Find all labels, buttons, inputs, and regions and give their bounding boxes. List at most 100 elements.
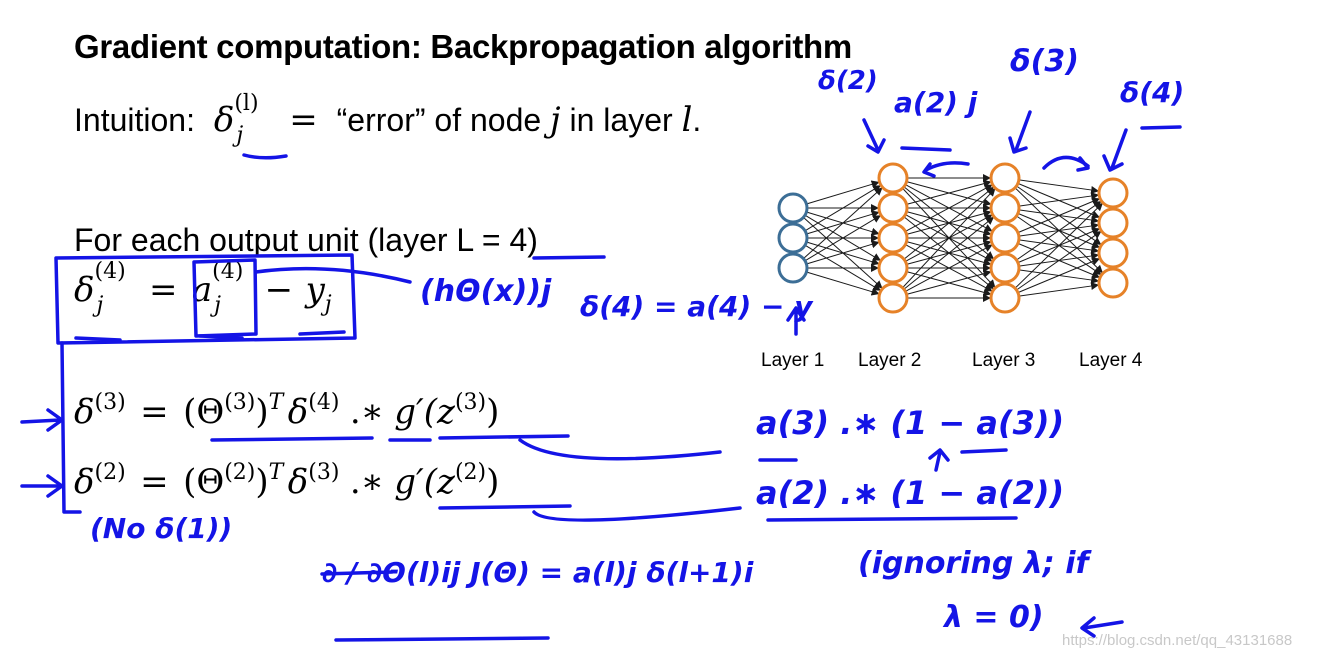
ink-arrow-layer1: [786, 306, 806, 336]
ink-underline-delta4-top: [1140, 125, 1182, 130]
ink-underline-aj-top: [900, 146, 952, 152]
intuition-j: j: [550, 100, 561, 140]
layer-label-3: Layer 3: [972, 350, 1036, 371]
eq3-delta4-sup: (4): [308, 390, 340, 415]
ink-underline-L4: [532, 255, 606, 260]
network-edge: [1016, 200, 1102, 261]
eq2-gprime: g′(z: [394, 462, 455, 502]
eq2-transpose: T: [268, 460, 284, 485]
equation-delta4: δ(4)j = a(4)j − yj: [74, 259, 332, 318]
layer-2-node: [877, 282, 909, 314]
layer-3-node: [989, 252, 1021, 284]
network-edge: [905, 184, 993, 232]
network-edge: [803, 187, 883, 260]
eq3-delta4: δ: [287, 392, 309, 432]
eq4-y: y: [305, 270, 325, 310]
eq3-equals: =: [140, 392, 169, 432]
intuition-in-layer: in layer: [569, 102, 673, 138]
eq3-close: ): [255, 392, 269, 432]
ink-underline-eq3: [210, 434, 570, 442]
eq3-g-close: ): [486, 392, 500, 432]
layer-2-node: [877, 222, 909, 254]
layer-2-node: [877, 252, 909, 284]
eq4-a-sup: (4): [212, 259, 244, 284]
eq4-y-sub: j: [324, 292, 332, 317]
intuition-delta-sup: (l): [234, 91, 259, 116]
layer-label-1: Layer 1: [761, 350, 825, 371]
eq3-transpose: T: [268, 390, 284, 415]
network-edge: [804, 215, 881, 262]
ink-fraction-bar: [320, 570, 394, 576]
network-edge: [806, 271, 880, 296]
layer-label-2: Layer 2: [858, 350, 922, 371]
ink-curve-eq2: [532, 506, 742, 522]
intuition-error-text: “error” of node: [336, 102, 542, 138]
network-edge: [1017, 197, 1101, 234]
layer-2-node: [877, 192, 909, 224]
network-edge: [1017, 257, 1101, 294]
eq3-g-sup: (3): [454, 390, 487, 415]
ink-arrow-up-a3: [928, 448, 950, 472]
network-edge: [1016, 230, 1102, 291]
equation-delta3: δ(3) = (Θ(3))T δ(4) .∗ g′(z(3)): [74, 390, 500, 432]
ink-curve-layer3-4: [1042, 155, 1090, 172]
network-edge: [906, 269, 992, 295]
layer-1-node: [777, 192, 809, 224]
eq2-elementwise: .∗: [349, 462, 384, 502]
layer-3-node: [989, 222, 1021, 254]
hw-lambda-zero: λ = 0): [944, 600, 1044, 635]
layer-4-node: [1097, 177, 1129, 209]
network-edge: [806, 180, 880, 205]
for-each-line: For each output unit (layer L = 4): [74, 222, 538, 258]
eq3-theta: (Θ: [183, 392, 225, 432]
eq2-g-sup: (2): [454, 460, 487, 485]
hw-delta4-eq: δ(4) = a(4) − y: [580, 290, 813, 323]
network-edge: [905, 244, 993, 292]
layer-2-node: [877, 162, 909, 194]
ink-box-aj4: [192, 258, 258, 338]
hw-ignore-lambda: (ignoring λ; if: [858, 546, 1089, 581]
eq2-equals: =: [140, 462, 169, 502]
eq2-delta3-sup: (3): [308, 460, 340, 485]
eq4-equals: =: [148, 270, 178, 310]
hw-delta4-top: δ(4): [1120, 76, 1185, 109]
intuition-l: l: [681, 100, 693, 140]
ink-underline-eq2: [438, 504, 572, 510]
eq4-minus: −: [264, 270, 294, 310]
hw-delta3-top: δ(3): [1010, 44, 1079, 79]
eq4-a: a: [191, 270, 213, 310]
ink-arrow-delta3: [20, 408, 64, 432]
network-nodes: [777, 162, 1129, 314]
eq4-delta: δ: [74, 270, 95, 310]
hw-delta2-top: δ(2): [818, 66, 878, 96]
intuition-prefix: Intuition:: [74, 102, 195, 138]
eq2-g-close: ): [486, 462, 500, 502]
intuition-period: .: [692, 102, 702, 138]
ink-arrow-lambda: [1080, 616, 1124, 638]
eq3-delta-sup: (3): [94, 390, 126, 415]
ink-arrow-delta3-top: [1008, 110, 1032, 154]
eq2-delta-sup: (2): [94, 460, 126, 485]
hw-aj-top: a(2) j: [894, 86, 978, 119]
equation-delta2: δ(2) = (Θ(2))T δ(3) .∗ g′(z(2)): [74, 460, 500, 502]
ink-underline-partial: [334, 636, 550, 642]
eq3-theta-sup: (3): [224, 390, 256, 415]
layer-4-node: [1097, 267, 1129, 299]
network-edge: [804, 185, 881, 232]
ink-arrow-delta4-top: [1102, 128, 1128, 172]
eq4-delta-sup: (4): [94, 259, 126, 284]
ink-underline-eq4: [74, 330, 346, 342]
network-edge: [1018, 179, 1100, 194]
layer-4-node: [1097, 207, 1129, 239]
layer-1-node: [777, 252, 809, 284]
layer-3-node: [989, 282, 1021, 314]
layer-4-node: [1097, 237, 1129, 269]
eq2-close: ): [255, 462, 269, 502]
intuition-delta: δ: [213, 100, 235, 140]
ink-box-delta4: [54, 253, 357, 345]
eq3-gprime: g′(z: [394, 392, 455, 432]
eq3-delta: δ: [74, 392, 95, 432]
network-edge: [1018, 192, 1100, 207]
ink-arrow-delta2-top: [862, 118, 886, 154]
ink-curve-layer2-3: [922, 161, 970, 178]
